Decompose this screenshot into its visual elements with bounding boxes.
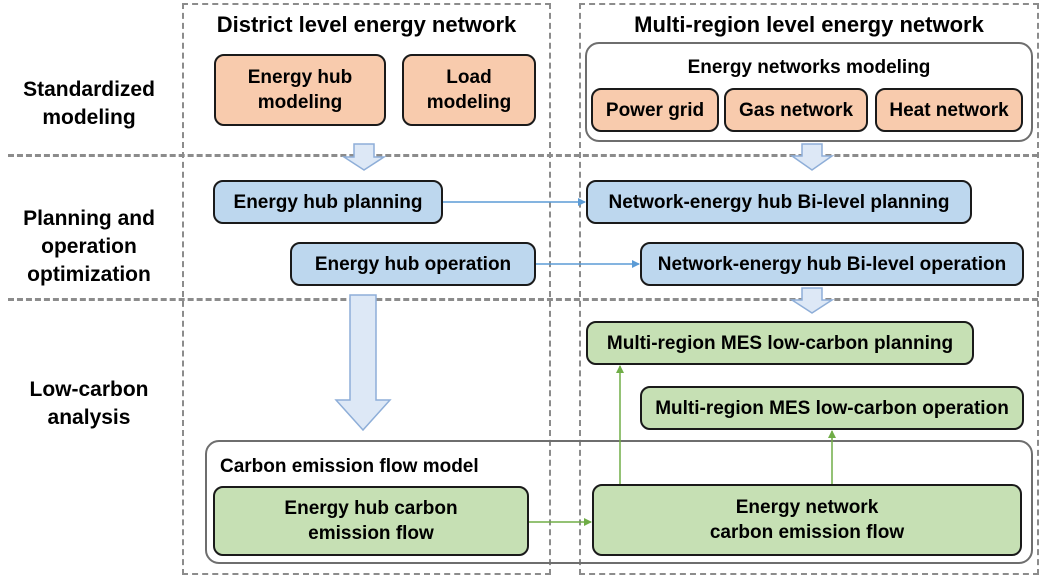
row-separator-1 (8, 154, 1038, 157)
right-column-title: Multi-region level energy network (634, 12, 984, 37)
gas-network-box: Gas network (724, 88, 868, 132)
left-column-title: District level energy network (216, 12, 517, 37)
bilevel-planning-box: Network-energy hub Bi-level planning (586, 180, 972, 224)
energy-networks-modeling-title: Energy networks modeling (687, 57, 931, 78)
block-arrow-left-modeling-to-planning (341, 143, 387, 171)
block-arrow-left-operation-to-cef (334, 294, 392, 432)
block-arrow-right-modeling-to-planning (789, 143, 835, 171)
energy-hub-operation-box: Energy hub operation (290, 242, 536, 286)
heat-network-box: Heat network (875, 88, 1023, 132)
right-column-frame (579, 3, 1039, 575)
row-separator-2 (8, 298, 1038, 301)
energy-hub-carbon-emission-flow-box: Energy hub carbon emission flow (213, 486, 529, 556)
energy-hub-planning-box: Energy hub planning (213, 180, 443, 224)
load-modeling-box: Load modeling (402, 54, 536, 126)
block-arrow-right-operation-to-lowcarbon (789, 287, 835, 314)
row-label-planning-operation: Planning and operation optimization (23, 207, 155, 286)
bilevel-operation-box: Network-energy hub Bi-level operation (640, 242, 1024, 286)
energy-hub-modeling-box: Energy hub modeling (214, 54, 386, 126)
carbon-emission-flow-model-title: Carbon emission flow model (220, 456, 479, 477)
row-label-standardized-modeling: Standardized modeling (23, 78, 155, 129)
carbon-emission-flow-model-group (205, 440, 1033, 564)
power-grid-box: Power grid (591, 88, 719, 132)
mes-low-carbon-planning-box: Multi-region MES low-carbon planning (586, 321, 974, 365)
energy-networks-modeling-group (585, 42, 1033, 142)
left-column-frame (182, 3, 551, 575)
energy-network-carbon-emission-flow-box: Energy network carbon emission flow (592, 484, 1022, 556)
mes-low-carbon-operation-box: Multi-region MES low-carbon operation (640, 386, 1024, 430)
row-label-low-carbon-analysis: Low-carbon analysis (29, 378, 149, 429)
